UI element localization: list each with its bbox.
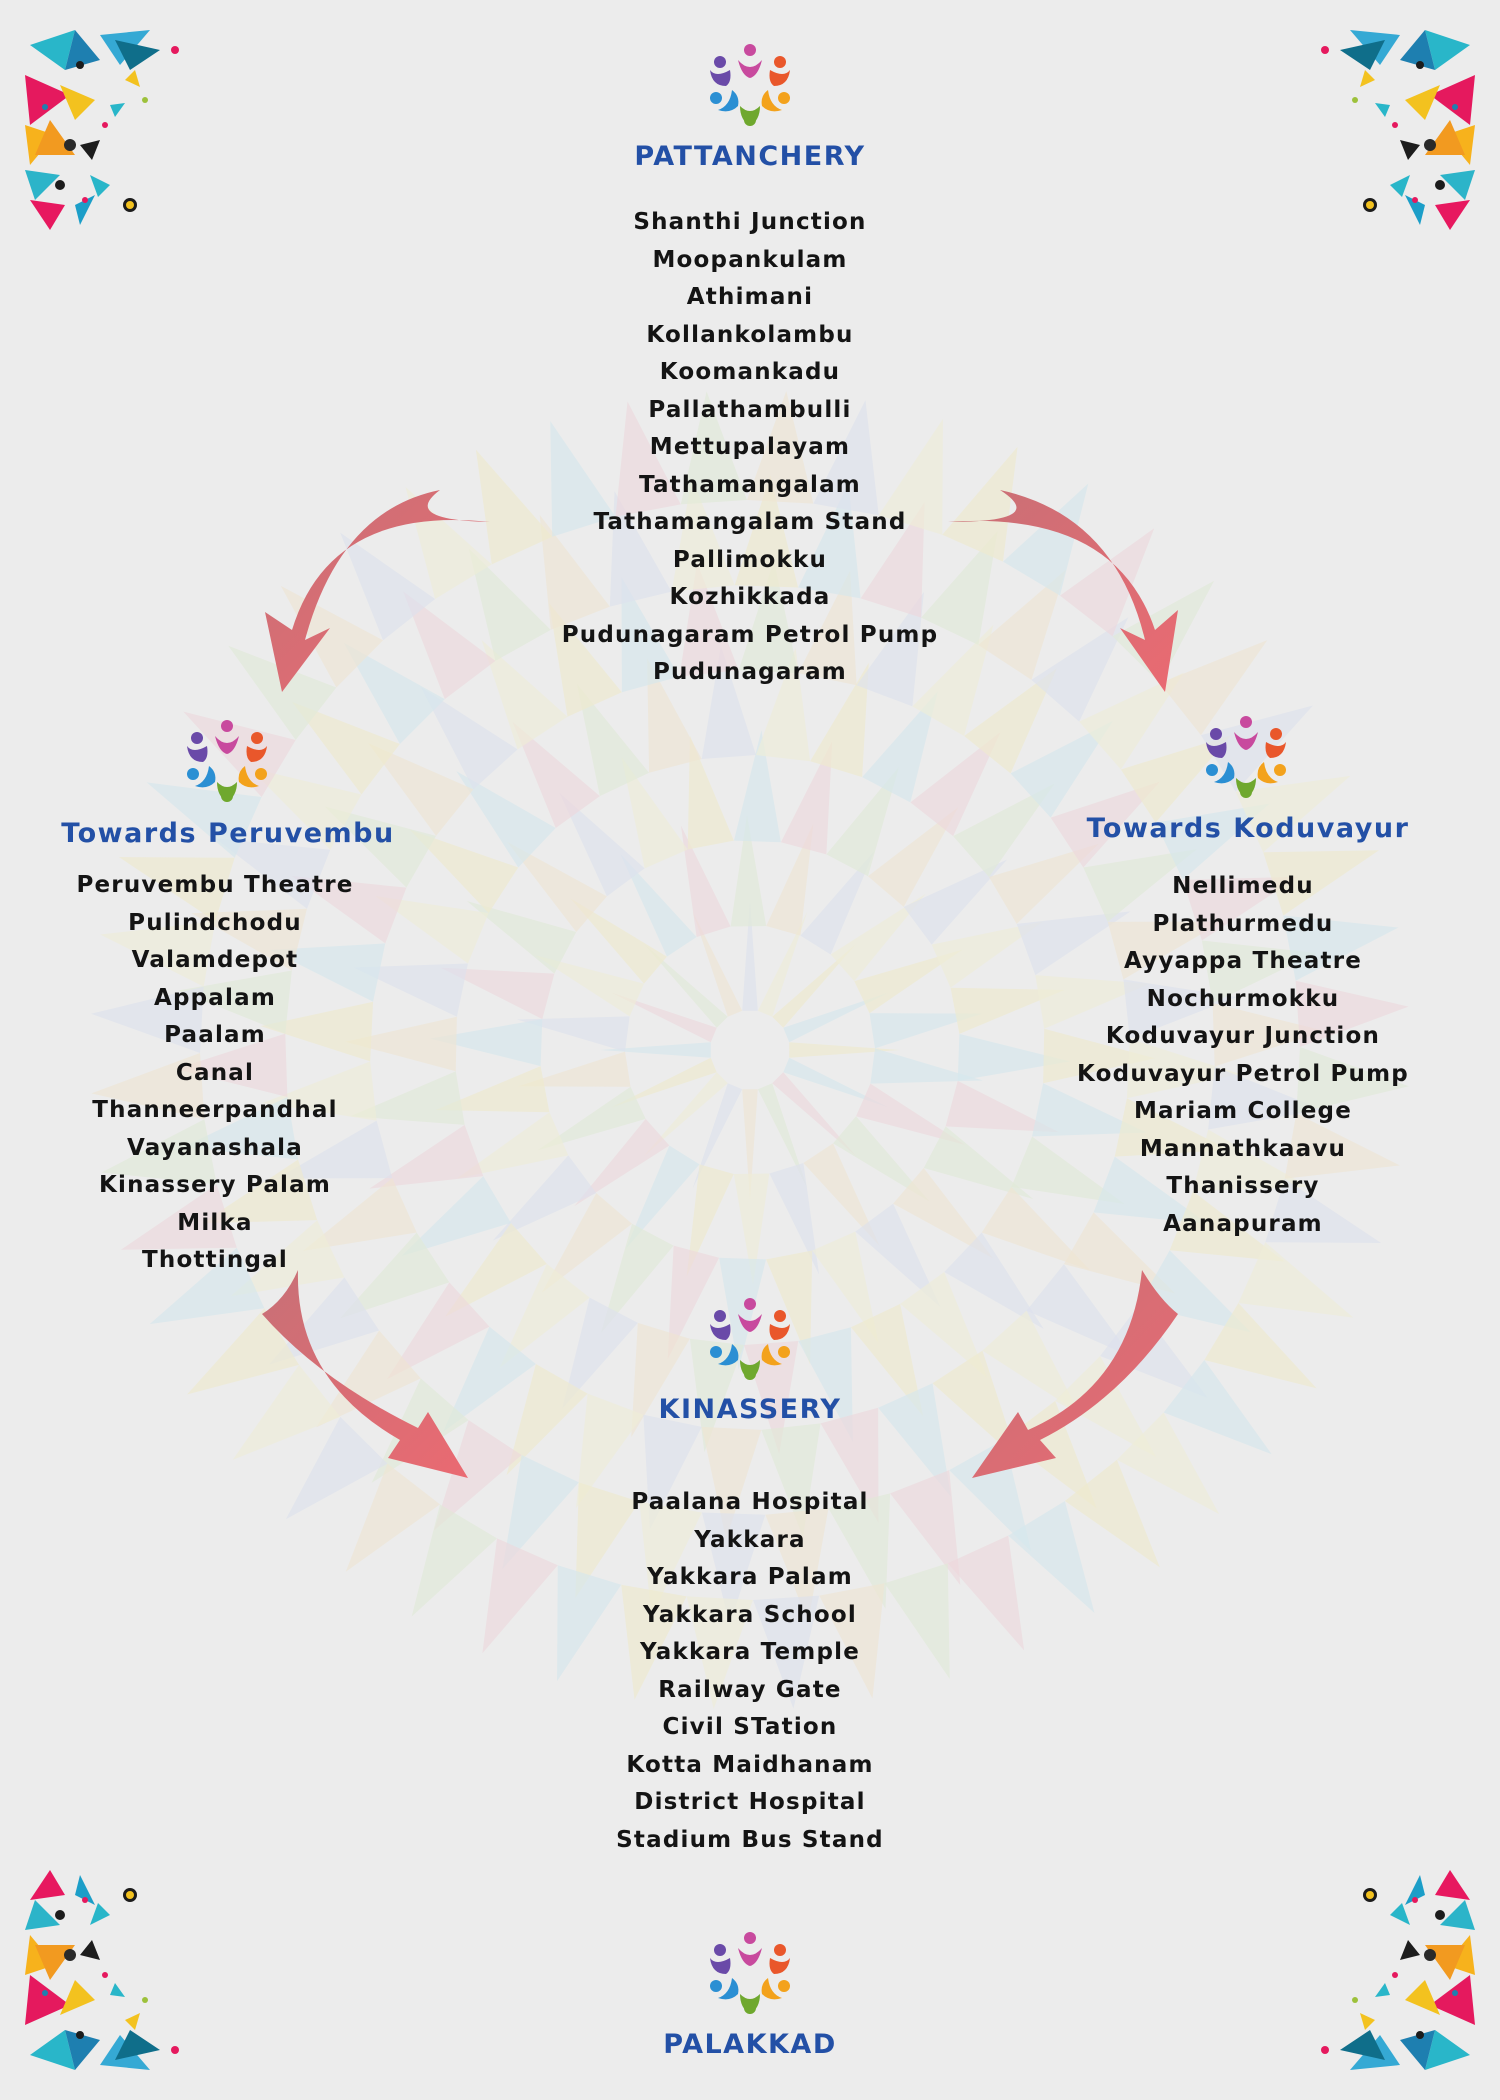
stop-item: Civil STation bbox=[662, 1714, 838, 1740]
people-circle-logo-icon bbox=[710, 1932, 790, 2014]
stop-item: Tathamangalam bbox=[639, 471, 861, 498]
stop-item: Thottingal bbox=[142, 1247, 288, 1273]
people-circle-logo-icon bbox=[1206, 716, 1286, 798]
curved-arrow-icon bbox=[262, 1270, 468, 1478]
stop-item: Athimani bbox=[686, 284, 814, 310]
curved-arrow-icon bbox=[972, 1270, 1178, 1478]
stop-item: Pulindchodu bbox=[128, 909, 302, 936]
people-circle-logo-icon bbox=[710, 44, 790, 126]
stop-item: Thanneerpandhal bbox=[92, 1097, 338, 1123]
stop-item: Paalam bbox=[164, 1022, 266, 1048]
stop-item: Koduvayur Junction bbox=[1105, 1023, 1381, 1049]
stop-item: Moopankulam bbox=[652, 246, 848, 273]
stop-item: Paalana Hospital bbox=[631, 1489, 869, 1515]
people-circle-logo-icon bbox=[710, 1298, 790, 1380]
stop-item: Canal bbox=[175, 1059, 255, 1086]
stop-item: Yakkara Palam bbox=[647, 1564, 853, 1590]
stop-item: Peruvembu Theatre bbox=[76, 872, 354, 898]
stop-item: Nellimedu bbox=[1172, 873, 1314, 899]
stop-item: Ayyappa Theatre bbox=[1123, 948, 1363, 974]
stop-item: Kotta Maidhanam bbox=[626, 1751, 874, 1778]
stop-item: Yakkara Temple bbox=[640, 1639, 860, 1665]
corner-decoration-top-left bbox=[25, 30, 179, 230]
stop-item: Koomankadu bbox=[659, 359, 841, 385]
stop-item: Thanissery bbox=[1166, 1173, 1320, 1199]
stop-item: Valamdepot bbox=[131, 947, 299, 973]
stop-item: Koduvayur Petrol Pump bbox=[1077, 1060, 1409, 1087]
title-palakkad: PALAKKAD bbox=[663, 2029, 837, 2060]
people-circle-logo-icon bbox=[187, 720, 267, 802]
curved-arrow-icon bbox=[265, 490, 490, 692]
stop-item: Pudunagaram Petrol Pump bbox=[561, 621, 939, 648]
corner-decoration-bottom-right bbox=[1321, 1870, 1475, 2070]
stop-item: Mannathkaavu bbox=[1139, 1135, 1347, 1162]
title-kinassery: KINASSERY bbox=[658, 1394, 842, 1425]
stop-item: Mariam College bbox=[1133, 1098, 1353, 1124]
stop-item: Kozhikkada bbox=[669, 584, 831, 610]
stop-item: Pallimokku bbox=[672, 546, 828, 573]
corner-decoration-top-right bbox=[1321, 30, 1475, 230]
stop-item: Aanapuram bbox=[1163, 1210, 1323, 1237]
stop-item: Kollankolambu bbox=[646, 321, 854, 348]
stop-item: Vayanashala bbox=[127, 1134, 303, 1161]
stop-item: District Hospital bbox=[634, 1789, 866, 1815]
stop-item: Railway Gate bbox=[658, 1676, 842, 1703]
stop-item: Plathurmedu bbox=[1152, 910, 1334, 937]
stop-item: Nochurmokku bbox=[1146, 985, 1340, 1012]
corner-decoration-bottom-left bbox=[25, 1870, 179, 2070]
title-towards-koduvayur: Towards Koduvayur bbox=[1086, 813, 1410, 844]
stop-item: Milka bbox=[177, 1209, 253, 1236]
stop-item: Pudunagaram bbox=[653, 659, 847, 685]
stop-item: Yakkara School bbox=[643, 1601, 857, 1628]
stop-item: Tathamangalam Stand bbox=[593, 509, 907, 535]
stop-item: Shanthi Junction bbox=[633, 209, 867, 235]
stop-item: Appalam bbox=[153, 984, 277, 1011]
stop-item: Yakkara bbox=[694, 1526, 806, 1553]
stop-item: Pallathambulli bbox=[648, 396, 852, 423]
title-towards-peruvembu: Towards Peruvembu bbox=[61, 818, 395, 849]
stop-item: Kinassery Palam bbox=[98, 1172, 332, 1198]
stop-item: Stadium Bus Stand bbox=[616, 1826, 884, 1853]
title-pattanchery: PATTANCHERY bbox=[634, 141, 866, 172]
stop-item: Mettupalayam bbox=[649, 434, 851, 460]
